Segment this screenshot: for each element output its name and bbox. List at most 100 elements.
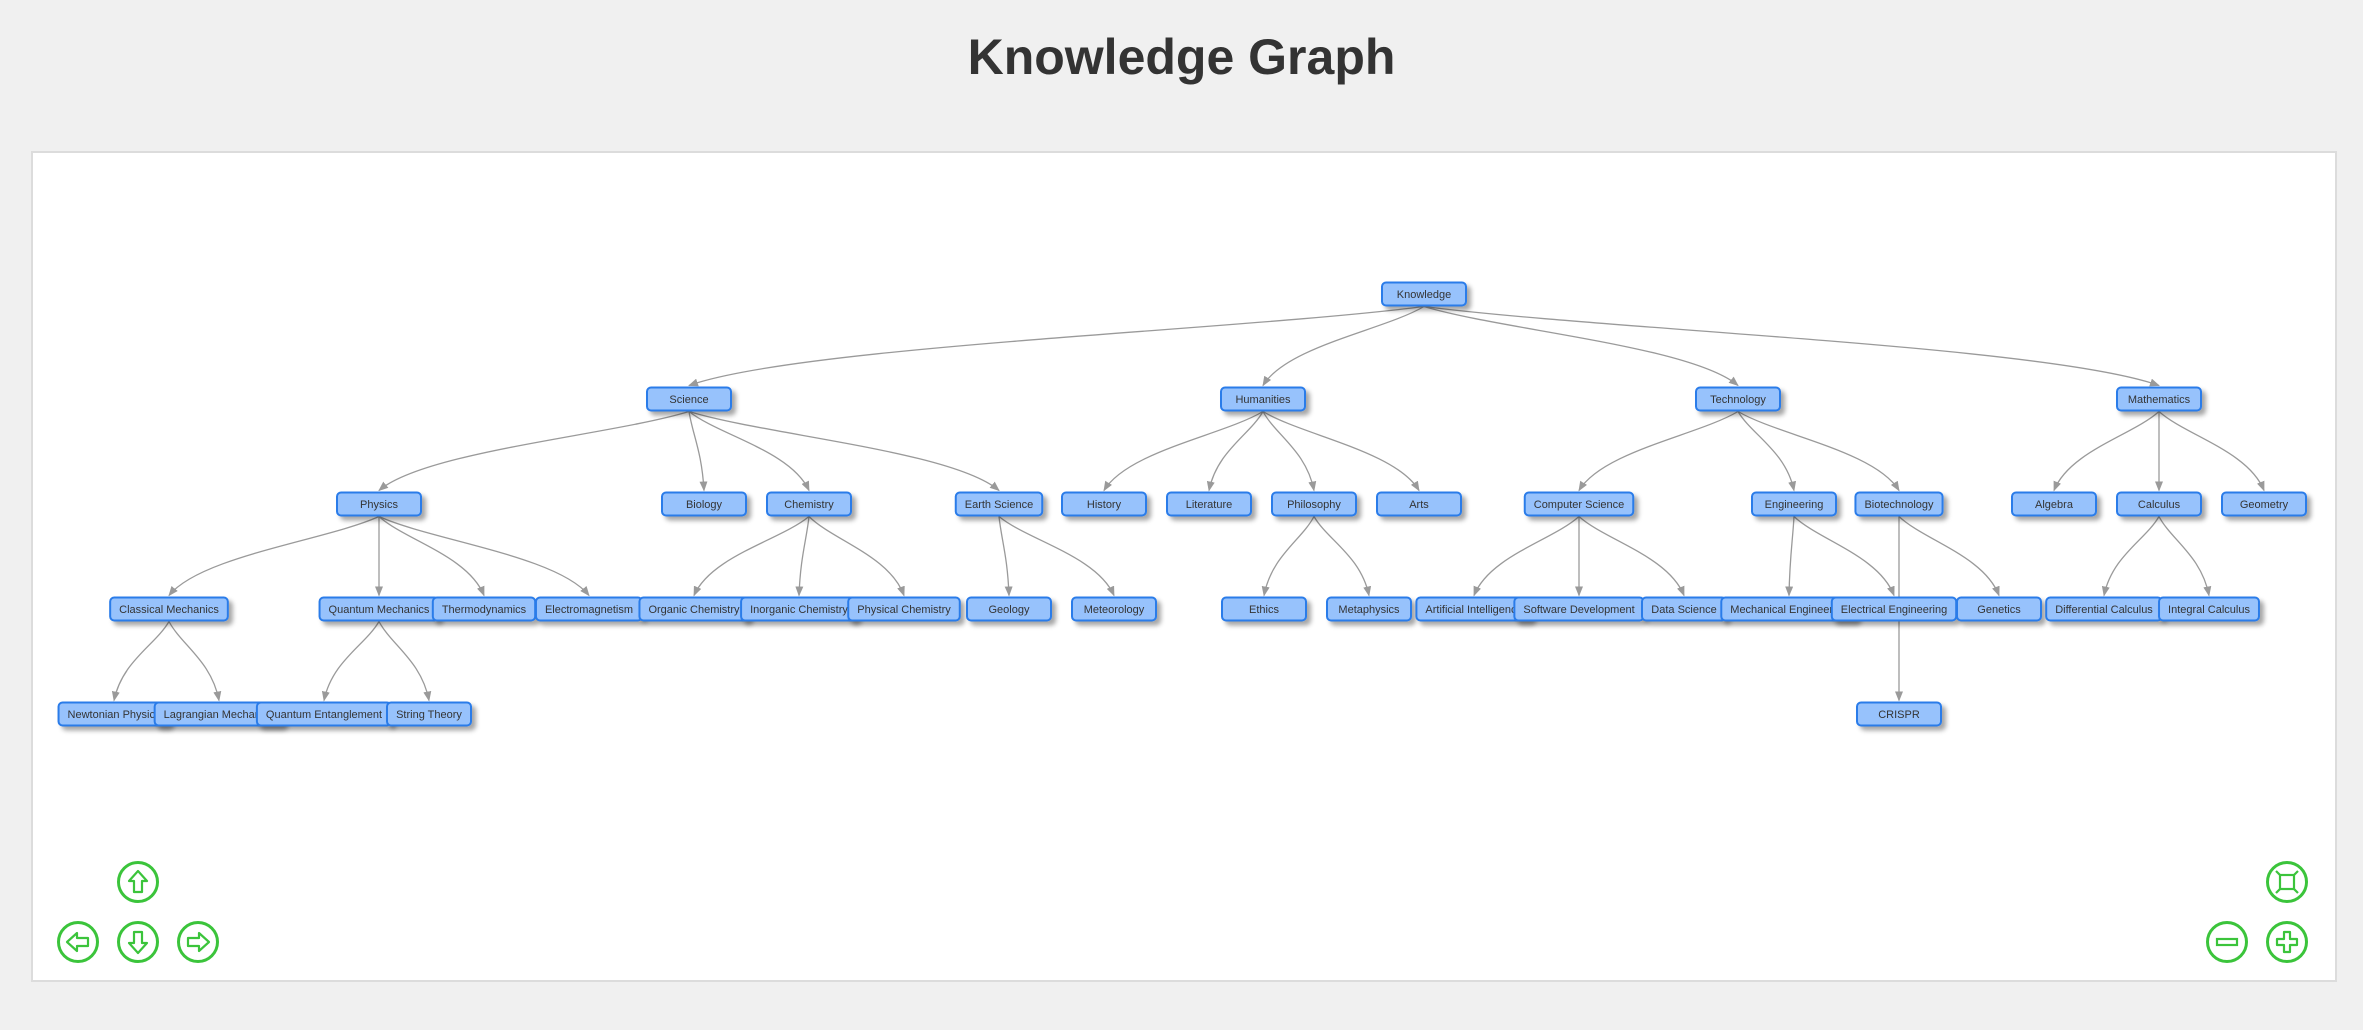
node-newtonian-physics[interactable]: Newtonian Physics bbox=[57, 701, 171, 727]
node-label: Newtonian Physics bbox=[68, 709, 161, 721]
node-ethics[interactable]: Ethics bbox=[1221, 596, 1307, 622]
node-classical-mechanics[interactable]: Classical Mechanics bbox=[109, 596, 229, 622]
node-box bbox=[661, 491, 747, 517]
node-inorganic-chemistry[interactable]: Inorganic Chemistry bbox=[740, 596, 858, 622]
node-science[interactable]: Science bbox=[646, 386, 732, 412]
pan-right-button[interactable] bbox=[177, 921, 219, 963]
node-label: Algebra bbox=[2035, 499, 2074, 511]
node-box bbox=[109, 596, 229, 622]
zoom-extends-button[interactable] bbox=[2266, 861, 2308, 903]
node-physical-chemistry[interactable]: Physical Chemistry bbox=[847, 596, 961, 622]
node-box bbox=[1061, 491, 1147, 517]
node-physics[interactable]: Physics bbox=[336, 491, 422, 517]
edge-humanities-to-arts bbox=[1262, 410, 1420, 492]
node-geometry[interactable]: Geometry bbox=[2221, 491, 2307, 517]
edge-mathematics-to-algebra bbox=[2053, 411, 2160, 492]
node-quantum-mechanics[interactable]: Quantum Mechanics bbox=[318, 596, 440, 622]
node-label: Mathematics bbox=[2128, 394, 2191, 406]
node-data-science[interactable]: Data Science bbox=[1641, 596, 1727, 622]
edge-humanities-to-literature bbox=[1206, 411, 1264, 492]
node-thermodynamics[interactable]: Thermodynamics bbox=[431, 596, 537, 622]
node-box bbox=[1523, 491, 1635, 517]
node-label: Physical Chemistry bbox=[857, 604, 951, 616]
node-chemistry[interactable]: Chemistry bbox=[766, 491, 852, 517]
node-organic-chemistry[interactable]: Organic Chemistry bbox=[638, 596, 750, 622]
edge-chemistry-to-organic-chemistry bbox=[693, 515, 810, 597]
node-knowledge[interactable]: Knowledge bbox=[1381, 281, 1467, 307]
edge-knowledge-to-science bbox=[688, 305, 1425, 387]
zoom-in-button[interactable] bbox=[2266, 921, 2308, 963]
node-earth-science[interactable]: Earth Science bbox=[954, 491, 1044, 517]
node-label: Mechanical Engineering bbox=[1730, 604, 1847, 616]
edge-philosophy-to-ethics bbox=[1261, 516, 1315, 597]
node-label: Geology bbox=[989, 604, 1030, 616]
node-engineering[interactable]: Engineering bbox=[1751, 491, 1837, 517]
node-metaphysics[interactable]: Metaphysics bbox=[1326, 596, 1412, 622]
node-label: History bbox=[1087, 499, 1122, 511]
edge-humanities-to-history bbox=[1103, 410, 1264, 492]
node-box bbox=[847, 596, 961, 622]
edge-engineering-to-electrical-engineering bbox=[1793, 516, 1895, 597]
edge-computer-science-to-data-science bbox=[1578, 516, 1685, 597]
node-algebra[interactable]: Algebra bbox=[2011, 491, 2097, 517]
minus-icon bbox=[2215, 937, 2239, 947]
edge-knowledge-to-mathematics bbox=[1423, 305, 2160, 387]
edge-chemistry-to-inorganic-chemistry bbox=[795, 516, 810, 597]
node-label: Data Science bbox=[1651, 604, 1716, 616]
node-biotechnology[interactable]: Biotechnology bbox=[1854, 491, 1944, 517]
node-string-theory[interactable]: String Theory bbox=[386, 701, 472, 727]
node-literature[interactable]: Literature bbox=[1166, 491, 1252, 517]
node-label: Meteorology bbox=[1084, 604, 1145, 616]
node-label: Lagrangian Mechanics bbox=[164, 709, 275, 721]
node-biology[interactable]: Biology bbox=[661, 491, 747, 517]
node-differential-calculus[interactable]: Differential Calculus bbox=[2045, 596, 2163, 622]
node-arts[interactable]: Arts bbox=[1376, 491, 1462, 517]
edge-quantum-mechanics-to-quantum-entanglement bbox=[321, 621, 380, 702]
node-history[interactable]: History bbox=[1061, 491, 1147, 517]
node-box bbox=[1221, 596, 1307, 622]
edge-earth-science-to-meteorology bbox=[998, 515, 1115, 597]
edge-knowledge-to-humanities bbox=[1262, 305, 1425, 387]
node-box bbox=[766, 491, 852, 517]
pan-left-button[interactable] bbox=[57, 921, 99, 963]
node-geology[interactable]: Geology bbox=[966, 596, 1052, 622]
node-software-development[interactable]: Software Development bbox=[1513, 596, 1645, 622]
node-label: Genetics bbox=[1977, 604, 2021, 616]
node-box bbox=[336, 491, 422, 517]
node-technology[interactable]: Technology bbox=[1695, 386, 1781, 412]
node-box bbox=[2011, 491, 2097, 517]
node-philosophy[interactable]: Philosophy bbox=[1271, 491, 1357, 517]
node-label: Literature bbox=[1186, 499, 1232, 511]
node-label: Arts bbox=[1409, 499, 1429, 511]
node-meteorology[interactable]: Meteorology bbox=[1071, 596, 1157, 622]
node-box bbox=[2221, 491, 2307, 517]
node-humanities[interactable]: Humanities bbox=[1220, 386, 1306, 412]
node-electrical-engineering[interactable]: Electrical Engineering bbox=[1830, 596, 1958, 622]
pan-up-button[interactable] bbox=[117, 861, 159, 903]
fit-to-screen-icon bbox=[2275, 870, 2299, 894]
edge-engineering-to-mechanical-engineering bbox=[1785, 516, 1795, 597]
node-box bbox=[1271, 491, 1357, 517]
node-mathematics[interactable]: Mathematics bbox=[2116, 386, 2202, 412]
edge-biotechnology-to-genetics bbox=[1898, 516, 2000, 597]
node-label: Ethics bbox=[1249, 604, 1279, 616]
edge-quantum-mechanics-to-string-theory bbox=[378, 621, 432, 702]
edge-science-to-physics bbox=[378, 410, 690, 492]
node-label: Chemistry bbox=[784, 499, 834, 511]
edge-chemistry-to-physical-chemistry bbox=[808, 516, 905, 597]
node-quantum-entanglement[interactable]: Quantum Entanglement bbox=[255, 701, 393, 727]
node-crispr[interactable]: CRISPR bbox=[1856, 701, 1942, 727]
node-genetics[interactable]: Genetics bbox=[1956, 596, 2042, 622]
node-calculus[interactable]: Calculus bbox=[2116, 491, 2202, 517]
node-lagrangian-mechanics[interactable]: Lagrangian Mechanics bbox=[153, 701, 285, 727]
node-integral-calculus[interactable]: Integral Calculus bbox=[2158, 596, 2260, 622]
node-label: CRISPR bbox=[1878, 709, 1920, 721]
zoom-out-button[interactable] bbox=[2206, 921, 2248, 963]
node-label: Artificial Intelligence bbox=[1425, 604, 1522, 616]
pan-down-button[interactable] bbox=[117, 921, 159, 963]
edge-physics-to-thermodynamics bbox=[378, 516, 485, 597]
node-computer-science[interactable]: Computer Science bbox=[1523, 491, 1635, 517]
node-electromagnetism[interactable]: Electromagnetism bbox=[534, 596, 644, 622]
